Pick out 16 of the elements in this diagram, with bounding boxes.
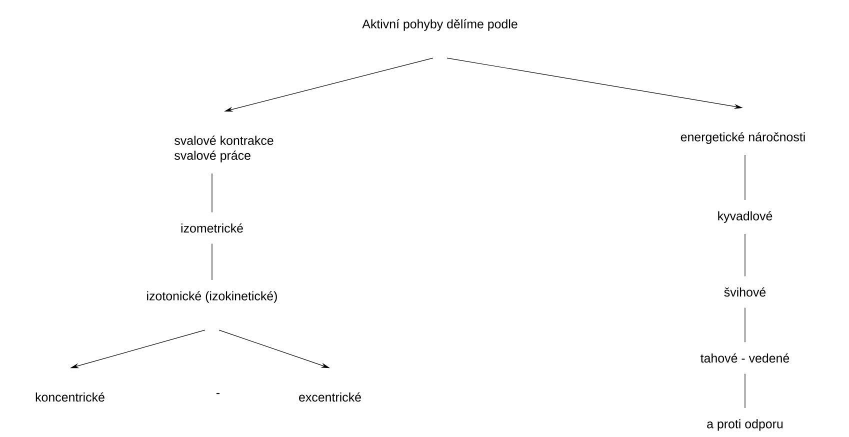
node-text: koncentrické [36, 392, 104, 402]
node-text: svalové kontrakce svalové práce [174, 136, 274, 162]
node-text: švihové [724, 287, 766, 297]
node-text: izometrické [181, 223, 243, 233]
connector-line [744, 154, 746, 200]
connector-line [744, 308, 746, 342]
node-text: kyvadlové [718, 211, 772, 223]
node-text: Aktivní pohyby dělíme podle [362, 19, 518, 31]
node-text: tahové - vedené [700, 353, 790, 363]
node-text: excentrické [299, 392, 361, 402]
node-text: energetické náročnosti [680, 132, 805, 144]
connector-line [744, 374, 746, 408]
dash-label: - [216, 393, 220, 394]
connector-line [744, 234, 746, 276]
node-text: izotonické (izokinetické) [147, 291, 277, 303]
node-text: a proti odporu [707, 419, 783, 431]
